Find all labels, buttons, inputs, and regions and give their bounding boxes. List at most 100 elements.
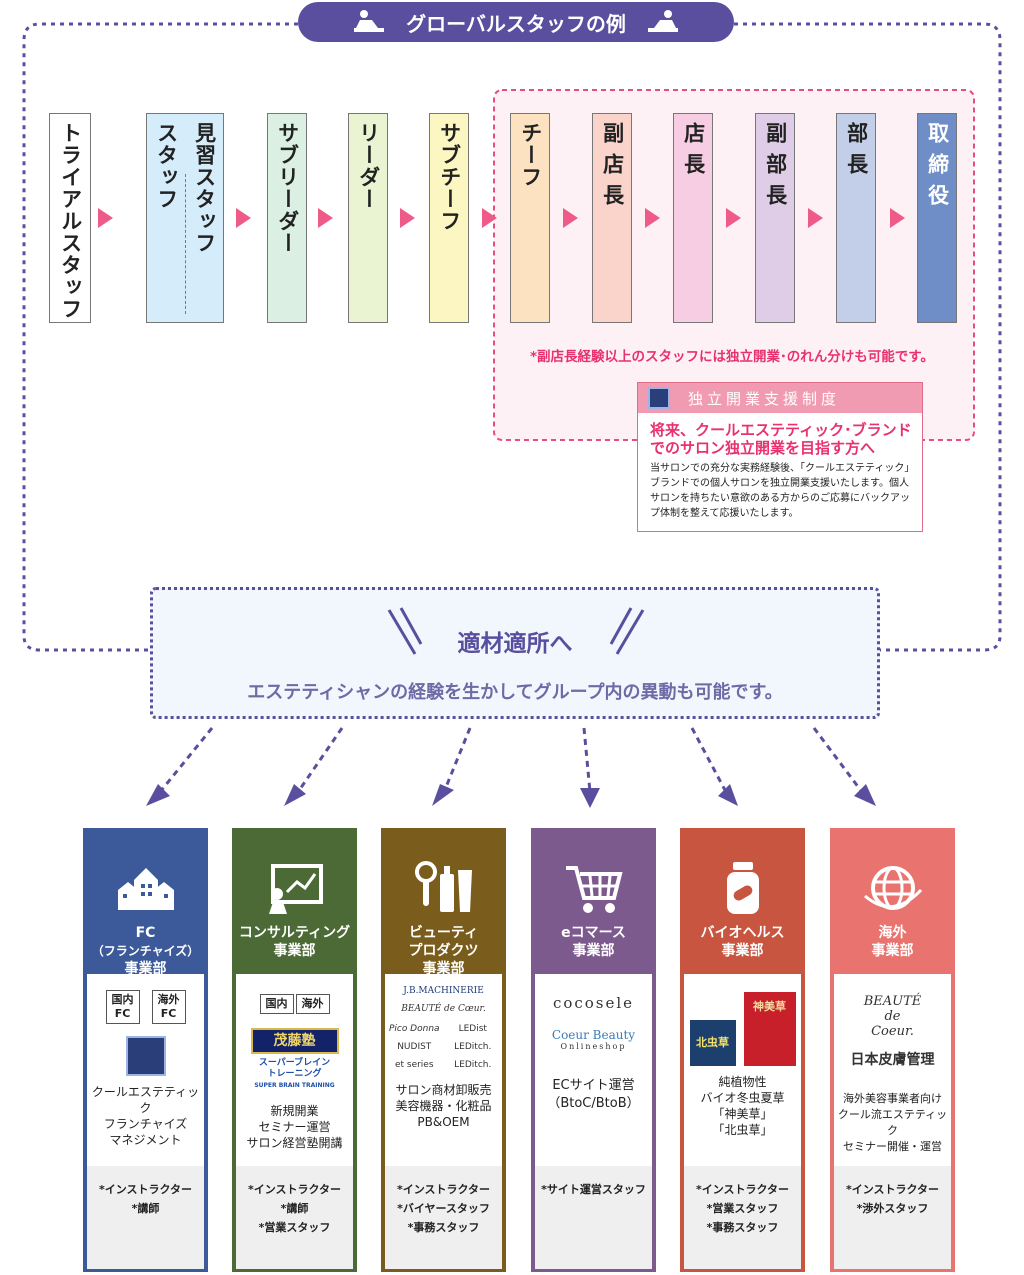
division-detail: cocosele Coeur Beauty Onlineshop ECサイト運営… bbox=[535, 974, 652, 1166]
independence-note: *副店長経験以上のスタッフには独立開業･のれん分けも可能です。 bbox=[530, 349, 934, 365]
header-pill: グローバルスタッフの例 bbox=[298, 2, 734, 42]
career-step-subchief: サブチーフ bbox=[429, 113, 469, 323]
career-step-label: 取締役 bbox=[925, 122, 950, 215]
brand-logo: LEDist bbox=[458, 1024, 487, 1034]
support-title: 将来、クールエステティック･ブランド でのサロン独立開業を目指す方へ bbox=[650, 421, 922, 457]
division-name: バイオヘルス bbox=[700, 925, 785, 941]
division-roles: *インストラクター*講師 bbox=[87, 1166, 204, 1269]
support-header: 独立開業支援制度 bbox=[638, 383, 922, 413]
division-detail: 北虫草 神美草 純植物性バイオ冬虫夏草｢神美草｣｢北虫草｣ bbox=[684, 974, 801, 1166]
arrow-icon bbox=[98, 208, 113, 228]
division-roles: *サイト運営スタッフ bbox=[535, 1166, 652, 1269]
arrow-icon bbox=[645, 208, 660, 228]
career-step-vice-director: 副部長 bbox=[755, 113, 795, 323]
division-detail: J.B.MACHINERIE BEAUTÉ de Cœur. Pico Donn… bbox=[385, 974, 502, 1166]
emphasis-lines-left-icon bbox=[387, 607, 423, 655]
presentation-icon bbox=[268, 864, 323, 914]
beaute-de-coeur-logo: BEAUTÉ de Cœur. bbox=[401, 1004, 486, 1014]
division-name: 事業部 bbox=[572, 943, 615, 959]
division-name: ビューティ bbox=[408, 925, 479, 941]
massage-icon bbox=[647, 10, 678, 32]
career-step-label: 部長 bbox=[844, 122, 869, 184]
career-step-label: 副店長 bbox=[600, 122, 625, 215]
kitamushiso-package: 北虫草 bbox=[689, 1020, 736, 1066]
support-body: 当サロンでの充分な実務経験後、｢クールエステティック｣ブランドでの個人サロンを独… bbox=[650, 463, 910, 519]
coeur-beauty-logo: Coeur Beauty bbox=[551, 1028, 636, 1042]
division-header: コンサルティング事業部 bbox=[232, 828, 357, 974]
hifukanri-logo: 日本皮膚管理 bbox=[850, 1052, 935, 1068]
brand-logo: et series bbox=[394, 1060, 434, 1070]
brand-seal-icon bbox=[648, 387, 670, 409]
arrow-icon bbox=[236, 208, 251, 228]
header-title: グローバルスタッフの例 bbox=[406, 11, 626, 36]
career-step-label: サブリーダー bbox=[275, 122, 300, 254]
cocosele-logo: cocosele bbox=[552, 994, 635, 1012]
career-step-chief: チーフ bbox=[510, 113, 550, 323]
division-name: コンサルティング bbox=[238, 925, 351, 941]
tag-overseas: 海外 bbox=[295, 994, 330, 1014]
placement-title: 適材適所へ bbox=[457, 631, 573, 657]
division-roles: *インストラクター*講師*営業スタッフ bbox=[236, 1166, 353, 1269]
emphasis-lines-right-icon bbox=[609, 607, 645, 655]
career-step-label: リーダー bbox=[356, 122, 381, 210]
arrow-icon bbox=[563, 208, 578, 228]
cosmetics-icon bbox=[414, 861, 472, 912]
division-header: バイオヘルス事業部 bbox=[680, 828, 805, 974]
division-name: （フランチャイズ） bbox=[91, 944, 200, 958]
career-step-staff: スタッフ 見習スタッフ bbox=[146, 113, 224, 323]
career-step-vice-manager: 副店長 bbox=[592, 113, 632, 323]
career-step-label: トライアルスタッフ bbox=[58, 122, 83, 320]
division-header: eコマース事業部 bbox=[531, 828, 656, 974]
placement-banner: 適材適所へ エステティシャンの経験を生かしてグループ内の異動も可能です。 bbox=[150, 587, 880, 719]
career-step-label: 店長 bbox=[681, 122, 706, 184]
support-head-label: 独立開業支援制度 bbox=[688, 389, 841, 408]
division-beauty-products: ビューティプロダクツ事業部 J.B.MACHINERIE BEAUTÉ de C… bbox=[381, 828, 506, 1272]
division-name: 事業部 bbox=[124, 961, 167, 977]
division-header: FC （フランチャイズ） 事業部 bbox=[83, 828, 208, 977]
branch-arrows bbox=[146, 727, 876, 808]
career-step-board: 取締役 bbox=[917, 113, 957, 323]
globe-icon bbox=[863, 866, 922, 910]
division-desc: 海外美容事業者向けクール流エステティックセミナー開催・運営 bbox=[837, 1092, 948, 1153]
division-name: 事業部 bbox=[721, 943, 764, 959]
massage-icon bbox=[354, 10, 385, 32]
division-name: 事業部 bbox=[422, 961, 465, 977]
brand-logo: Pico Donna bbox=[388, 1024, 440, 1034]
arrow-icon bbox=[318, 208, 333, 228]
support-panel: 独立開業支援制度 将来、クールエステティック･ブランド でのサロン独立開業を目指… bbox=[637, 382, 923, 532]
shinbiso-package: 神美草 bbox=[743, 992, 796, 1066]
career-step-leader: リーダー bbox=[348, 113, 388, 323]
arrow-icon bbox=[808, 208, 823, 228]
division-desc: ECサイト運営（BtoC/BtoB） bbox=[547, 1078, 640, 1111]
division-header: ビューティプロダクツ事業部 bbox=[381, 828, 506, 977]
division-biohealth: バイオヘルス事業部 北虫草 神美草 純植物性バイオ冬虫夏草｢神美草｣｢北虫草｣ … bbox=[680, 828, 805, 1272]
career-step-label: チーフ bbox=[518, 122, 543, 188]
division-desc: 新規開業セミナー運営サロン経営塾開講 bbox=[246, 1104, 343, 1150]
tag-domestic: 国内 bbox=[259, 994, 294, 1014]
mofuji-juku-logo: 茂藤塾 bbox=[250, 1028, 339, 1054]
division-roles: *インストラクター*渉外スタッフ bbox=[834, 1166, 951, 1269]
placement-subtitle: エステティシャンの経験を生かしてグループ内の異動も可能です。 bbox=[247, 682, 783, 703]
cool-esthetique-logo bbox=[125, 1036, 166, 1076]
division-name: プロダクツ bbox=[408, 943, 479, 959]
support-title-line: でのサロン独立開業を目指す方へ bbox=[650, 439, 876, 457]
divider bbox=[185, 174, 186, 314]
division-roles: *インストラクター*営業スタッフ*事務スタッフ bbox=[684, 1166, 801, 1269]
division-name: FC bbox=[135, 925, 156, 941]
brand-logo: NUDIST bbox=[397, 1042, 432, 1052]
career-step-trial: トライアルスタッフ bbox=[49, 113, 91, 323]
jb-machinerie-logo: J.B.MACHINERIE bbox=[403, 986, 484, 996]
division-name: 事業部 bbox=[871, 943, 914, 959]
division-name: 事業部 bbox=[273, 943, 316, 959]
division-header: 海外事業部 bbox=[830, 828, 955, 974]
career-step-manager: 店長 bbox=[673, 113, 713, 323]
division-ecommerce: eコマース事業部 cocosele Coeur Beauty Onlinesho… bbox=[531, 828, 656, 1272]
